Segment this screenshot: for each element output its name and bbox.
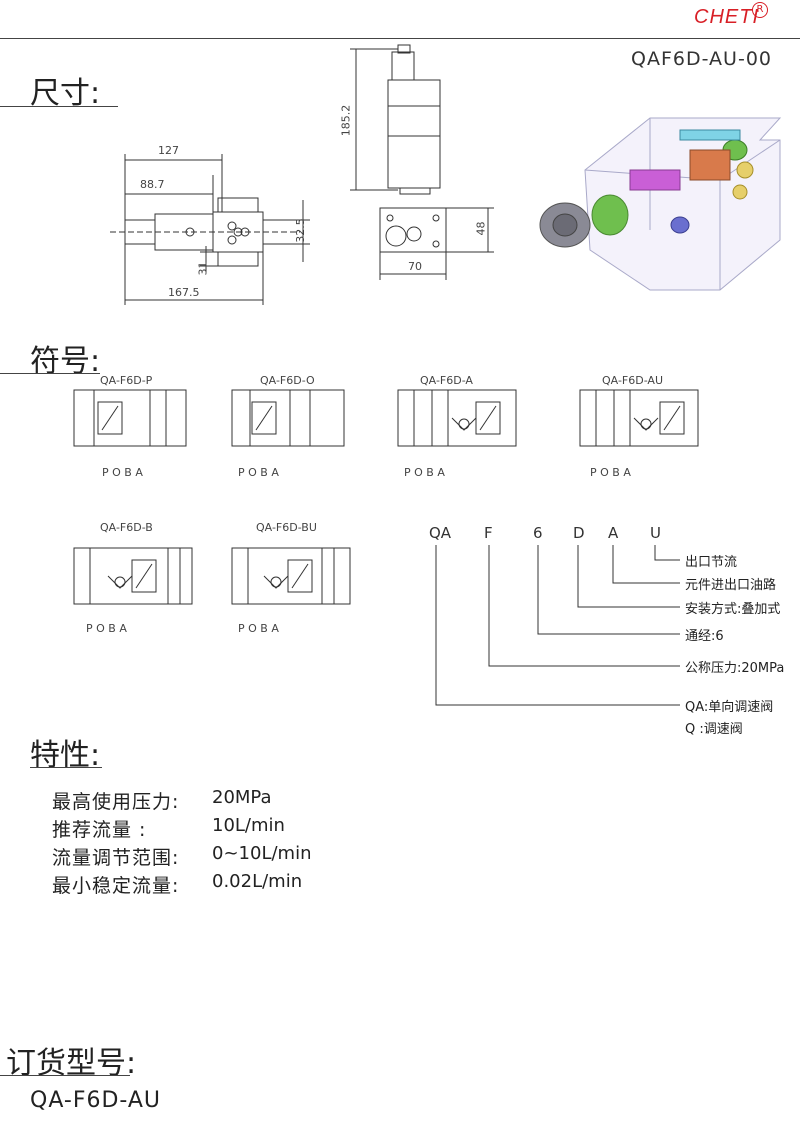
feature-value: 20MPa (212, 787, 272, 808)
code-part: U (650, 524, 661, 542)
dim-48: 48 (474, 221, 488, 236)
feature-value: 0.02L/min (212, 871, 303, 892)
dim-88-7: 88.7 (140, 178, 165, 191)
section-rule (0, 373, 100, 374)
code-leader-lines (435, 545, 680, 706)
section-rule (30, 767, 102, 768)
symbol-ports: P O B A (238, 466, 279, 479)
code-part: F (484, 524, 493, 542)
symbol-label: QA-F6D-AU (602, 374, 664, 387)
code-part: D (573, 524, 585, 542)
header-rule (0, 38, 800, 39)
code-desc: Q :调速阀 (685, 722, 743, 737)
side-view-drawing (110, 154, 310, 305)
section-rule (0, 106, 118, 107)
brand-logo: CHETI (694, 6, 759, 28)
feature-key: 推荐流量 : (52, 819, 147, 841)
code-desc: 安装方式:叠加式 (685, 602, 781, 617)
feature-key: 流量调节范围: (52, 847, 180, 869)
symbol-o-drawing (231, 389, 345, 447)
code-desc: 通经:6 (685, 629, 724, 644)
symbol-b-drawing (73, 547, 193, 605)
feature-value: 10L/min (212, 815, 285, 836)
front-view-drawing (350, 44, 494, 280)
symbol-ports: P O B A (86, 622, 127, 635)
feature-key: 最高使用压力: (52, 791, 180, 813)
code-desc: 出口节流 (685, 555, 738, 570)
symbol-bu-drawing (231, 547, 351, 605)
code-desc: 元件进出口油路 (685, 578, 777, 593)
feature-key: 最小稳定流量: (52, 875, 180, 897)
dim-70: 70 (408, 260, 422, 273)
feature-value: 0~10L/min (212, 843, 312, 864)
dim-31: 31 (196, 261, 210, 276)
code-part: 6 (533, 524, 543, 542)
symbol-ports: P O B A (102, 466, 143, 479)
dim-185-2: 185.2 (339, 104, 353, 137)
symbol-label: QA-F6D-A (420, 374, 473, 387)
order-model: QA-F6D-AU (30, 1088, 162, 1113)
code-part: QA (429, 524, 452, 542)
model-number: QAF6D-AU-00 (631, 48, 772, 70)
symbol-ports: P O B A (590, 466, 631, 479)
symbol-label: QA-F6D-P (100, 374, 153, 387)
3d-model-components (539, 129, 754, 248)
symbol-label: QA-F6D-B (100, 521, 153, 534)
dim-167-5: 167.5 (168, 286, 200, 299)
symbol-label: QA-F6D-BU (256, 521, 317, 534)
code-part: A (608, 524, 619, 542)
dim-127: 127 (158, 144, 179, 157)
symbol-label: QA-F6D-O (260, 374, 315, 387)
code-desc: 公称压力:20MPa (685, 661, 785, 676)
symbol-a-drawing (397, 389, 517, 447)
section-rule (0, 1075, 130, 1076)
symbol-ports: P O B A (404, 466, 445, 479)
dim-32-5: 32.5 (293, 218, 307, 243)
code-desc: QA:单向调速阀 (685, 700, 774, 715)
symbol-ports: P O B A (238, 622, 279, 635)
symbol-p-drawing (73, 389, 187, 447)
section-title-dimensions: 尺寸: (30, 76, 101, 111)
symbol-au-drawing (579, 389, 699, 447)
registered-mark: R (752, 2, 768, 18)
